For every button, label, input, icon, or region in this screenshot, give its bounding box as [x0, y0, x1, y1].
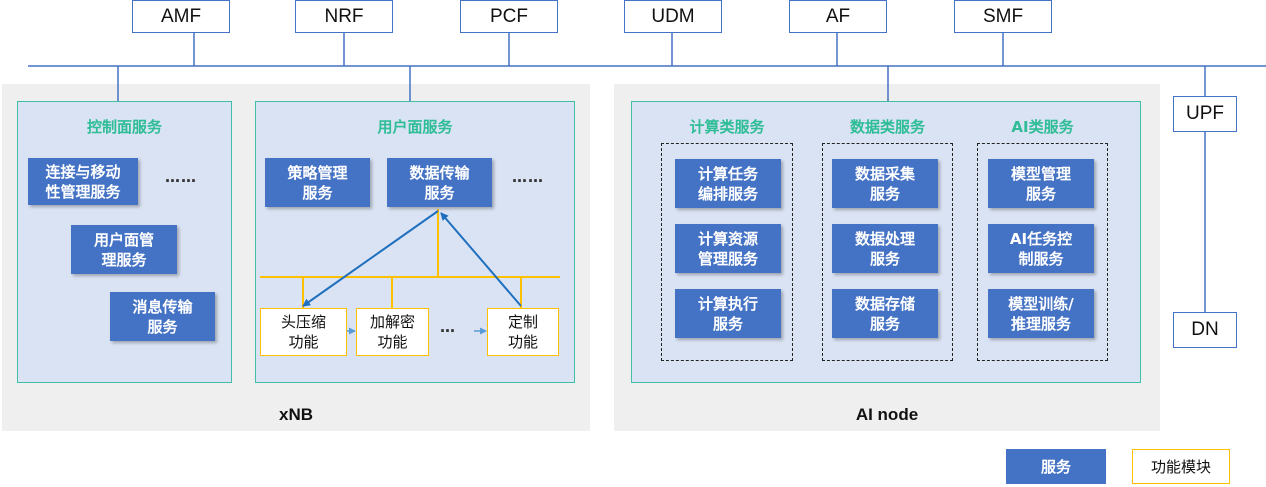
pcf-box: PCF: [460, 0, 558, 33]
data-processing-service: 数据处理 服务: [832, 224, 938, 273]
user-plane-title: 用户面服务: [377, 118, 453, 136]
control-plane-title: 控制面服务: [86, 118, 162, 136]
message-transfer-service: 消息传输 服务: [110, 292, 215, 341]
model-management-service: 模型管理 服务: [988, 159, 1094, 208]
encryption-function: 加解密 功能: [356, 308, 429, 356]
compute-execution-service: 计算执行 服务: [675, 289, 781, 338]
smf-box: SMF: [954, 0, 1052, 33]
data-storage-service: 数据存储 服务: [832, 289, 938, 338]
header-compression-function: 头压缩 功能: [260, 308, 347, 356]
compute-services-group: [661, 143, 793, 361]
af-box: AF: [789, 0, 887, 33]
amf-box: AMF: [132, 0, 230, 33]
model-training-inference-service: 模型训练/ 推理服务: [988, 289, 1094, 338]
policy-management-service: 策略管理 服务: [265, 158, 370, 207]
data-services-group: [822, 143, 953, 361]
ai-task-control-service: AI任务控 制服务: [988, 224, 1094, 273]
data-collection-service: 数据采集 服务: [832, 159, 938, 208]
user-plane-ellipsis: ……: [512, 168, 544, 186]
ai-services-group: [977, 143, 1108, 361]
connection-mobility-service: 连接与移动 性管理服务: [28, 158, 138, 205]
nrf-box: NRF: [295, 0, 393, 33]
ai-services-title: AI类服务: [1011, 118, 1074, 136]
legend-function-module: 功能模块: [1132, 449, 1230, 484]
compute-resource-service: 计算资源 管理服务: [675, 224, 781, 273]
custom-function: 定制 功能: [487, 308, 559, 356]
xnb-label: xNB: [278, 405, 313, 424]
user-plane-management-service: 用户面管 理服务: [71, 225, 177, 274]
dn-box: DN: [1173, 312, 1237, 348]
udm-box: UDM: [624, 0, 722, 33]
legend-service: 服务: [1006, 449, 1106, 484]
compute-services-title: 计算类服务: [689, 118, 765, 136]
function-ellipsis: …: [440, 318, 456, 336]
data-transfer-service: 数据传输 服务: [387, 158, 492, 207]
compute-orchestration-service: 计算任务 编排服务: [675, 159, 781, 208]
control-plane-ellipsis: ……: [165, 168, 197, 186]
data-services-title: 数据类服务: [849, 118, 925, 136]
ai-node-label: AI node: [855, 405, 919, 424]
upf-box: UPF: [1173, 96, 1237, 132]
